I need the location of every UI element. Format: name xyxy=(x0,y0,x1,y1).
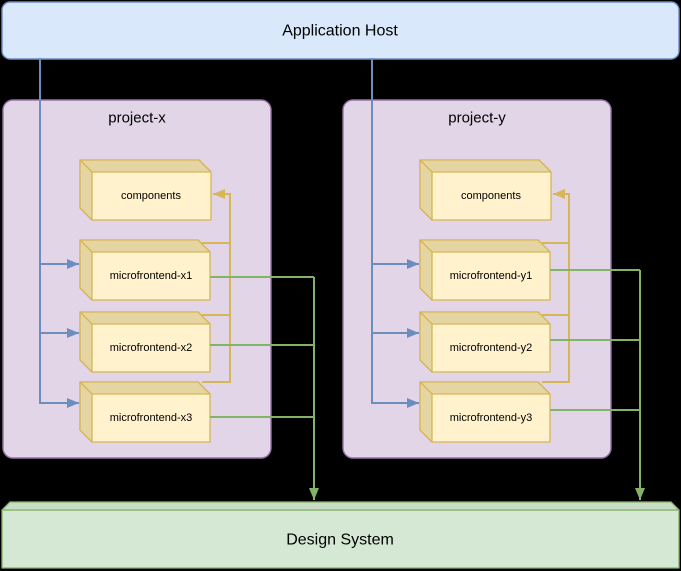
edges-apphost-to-mfes-x xyxy=(39,58,79,408)
edges-mfes-to-design-y xyxy=(550,269,645,500)
microfrontend-y1-label: microfrontend-y1 xyxy=(450,270,533,282)
cube-left-face xyxy=(79,381,93,443)
node-application-host xyxy=(1,1,680,60)
cube-left-face xyxy=(419,311,433,373)
cube-microfrontend-y1: microfrontend-y1 xyxy=(419,239,551,301)
microfrontend-x2-label: microfrontend-x2 xyxy=(110,342,193,354)
cube-top-face xyxy=(419,239,551,253)
microfrontend-y3-label: microfrontend-y3 xyxy=(450,412,533,424)
node-design-system: Design System xyxy=(1,501,680,569)
cube-top-face xyxy=(79,239,211,253)
design-system-top-face xyxy=(1,501,680,511)
project-y-title: project-y xyxy=(448,110,506,127)
microfrontend-x3-label: microfrontend-x3 xyxy=(110,412,193,424)
cube-microfrontend-x3: microfrontend-x3 xyxy=(79,381,211,443)
cube-microfrontend-y2: microfrontend-y2 xyxy=(419,311,551,373)
edge-y3-components xyxy=(542,189,570,383)
cube-microfrontend-x1: microfrontend-x1 xyxy=(79,239,211,301)
edges-mfe-to-components-x xyxy=(202,189,231,383)
cube-components-x: components xyxy=(79,159,212,221)
cube-left-face xyxy=(79,239,93,301)
components-y-label: components xyxy=(461,190,521,202)
edges-mfes-to-design-x xyxy=(210,276,319,500)
cube-top-face xyxy=(79,159,212,173)
application-host-label: Application Host xyxy=(282,23,398,40)
components-x-label: components xyxy=(121,190,181,202)
cube-left-face xyxy=(419,381,433,443)
edges-mfe-to-components-y xyxy=(542,189,570,383)
design-system-body xyxy=(1,509,680,569)
cube-top-face xyxy=(419,159,552,173)
cube-top-face xyxy=(79,381,211,395)
cube-microfrontend-x2: microfrontend-x2 xyxy=(79,311,211,373)
cube-left-face xyxy=(79,159,93,221)
edges-apphost-to-mfes-y xyxy=(371,58,419,408)
cube-left-face xyxy=(419,159,433,221)
cube-top-face xyxy=(419,381,551,395)
cube-left-face xyxy=(79,311,93,373)
cube-microfrontend-y3: microfrontend-y3 xyxy=(419,381,551,443)
microfrontend-x1-label: microfrontend-x1 xyxy=(110,270,193,282)
cube-left-face xyxy=(419,239,433,301)
microfrontend-y2-label: microfrontend-y2 xyxy=(450,342,533,354)
design-system-label: Design System xyxy=(286,532,394,549)
cube-top-face xyxy=(419,311,551,325)
cube-top-face xyxy=(79,311,211,325)
edge-x3-components xyxy=(202,189,231,383)
project-x-title: project-x xyxy=(108,110,166,127)
cube-components-y: components xyxy=(419,159,552,221)
